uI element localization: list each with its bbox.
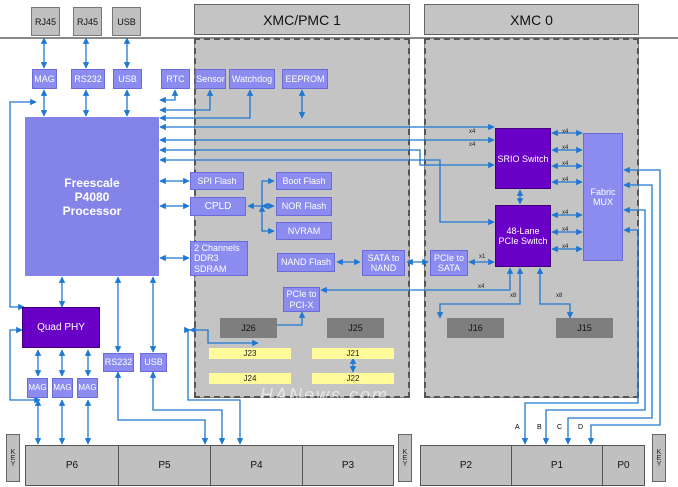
lane-label: x4 [562, 210, 569, 216]
p1-connector: P1 [511, 445, 603, 486]
lane-label: x4 [562, 227, 569, 233]
nor-flash-block: NOR Flash [276, 197, 332, 216]
nvram-block: NVRAM [276, 222, 332, 240]
rj45-connector: RJ45 [73, 7, 102, 36]
lane-label: x4 [469, 129, 476, 135]
lane-label: x1 [479, 254, 486, 260]
p0-connector: P0 [602, 445, 645, 486]
j22-jumper: J22 [312, 373, 394, 384]
pcie-switch-block: 48-Lane PCIe Switch [495, 205, 551, 267]
processor-label: Freescale P4080 Processor [62, 175, 122, 218]
freescale-p4080-processor: Freescale P4080 Processor [25, 117, 159, 276]
mag-block: MAG [52, 378, 73, 398]
key-slot: KEY [398, 434, 412, 482]
rtc-block: RTC [161, 69, 190, 89]
rj45-connector: RJ45 [31, 7, 60, 36]
port-label: C [557, 424, 563, 431]
lane-label: x8 [556, 293, 563, 299]
p5-connector: P5 [118, 445, 211, 486]
nand-flash-block: NAND Flash [277, 253, 335, 272]
p3-connector: P3 [302, 445, 394, 486]
j26-jumper: J26 [220, 318, 277, 338]
lane-label: x4 [469, 142, 476, 148]
j25-jumper: J25 [327, 318, 384, 338]
lane-label: x4 [562, 161, 569, 167]
p6-connector: P6 [25, 445, 119, 486]
xmc0-title: XMC 0 [424, 4, 639, 35]
eeprom-block: EEPROM [282, 69, 328, 89]
sata-to-nand-block: SATA to NAND [362, 250, 405, 276]
p4-connector: P4 [210, 445, 303, 486]
j16-jumper: J16 [447, 318, 504, 338]
watermark: HANews.com [260, 385, 390, 405]
lane-label: x4 [562, 244, 569, 250]
lane-label: x4 [562, 145, 569, 151]
xmc-pmc1-title: XMC/PMC 1 [194, 4, 410, 35]
mag-block: MAG [32, 69, 57, 89]
watchdog-block: Watchdog [229, 69, 275, 89]
rs232-lower-block: RS232 [103, 353, 134, 372]
usb-connector: USB [112, 7, 141, 36]
usb-lower-block: USB [140, 353, 167, 372]
fabric-mux-block: Fabric MUX [583, 133, 623, 261]
srio-switch-block: SRIO Switch [495, 128, 551, 189]
lane-label: x4 [562, 129, 569, 135]
quad-phy-block: Quad PHY [22, 307, 100, 348]
port-label: D [578, 424, 584, 431]
lane-label: x4 [478, 284, 485, 290]
key-slot: KEY [652, 434, 666, 482]
ddr3-sdram-block: 2 Channels DDR3 SDRAM [190, 241, 248, 276]
pcie-to-sata-block: PCIe to SATA [430, 250, 468, 276]
key-slot: KEY [6, 434, 20, 482]
mag-block: MAG [77, 378, 98, 398]
boot-flash-block: Boot Flash [276, 172, 332, 190]
j15-jumper: J15 [556, 318, 613, 338]
mag-block: MAG [27, 378, 48, 398]
port-label: A [515, 424, 520, 431]
cpld-block: CPLD [190, 197, 246, 216]
spi-flash-block: SPI Flash [190, 172, 244, 190]
j21-jumper: J21 [312, 348, 394, 359]
usb-block: USB [113, 69, 142, 89]
lane-label: x8 [510, 293, 517, 299]
p2-connector: P2 [420, 445, 512, 486]
sensor-block: Sensor [195, 69, 226, 89]
j24-jumper: J24 [209, 373, 291, 384]
pcie-to-pcix-block: PCIe to PCI-X [283, 287, 320, 312]
port-label: B [537, 424, 542, 431]
rs232-block: RS232 [71, 69, 105, 89]
lane-label: x4 [562, 177, 569, 183]
j23-jumper: J23 [209, 348, 291, 359]
